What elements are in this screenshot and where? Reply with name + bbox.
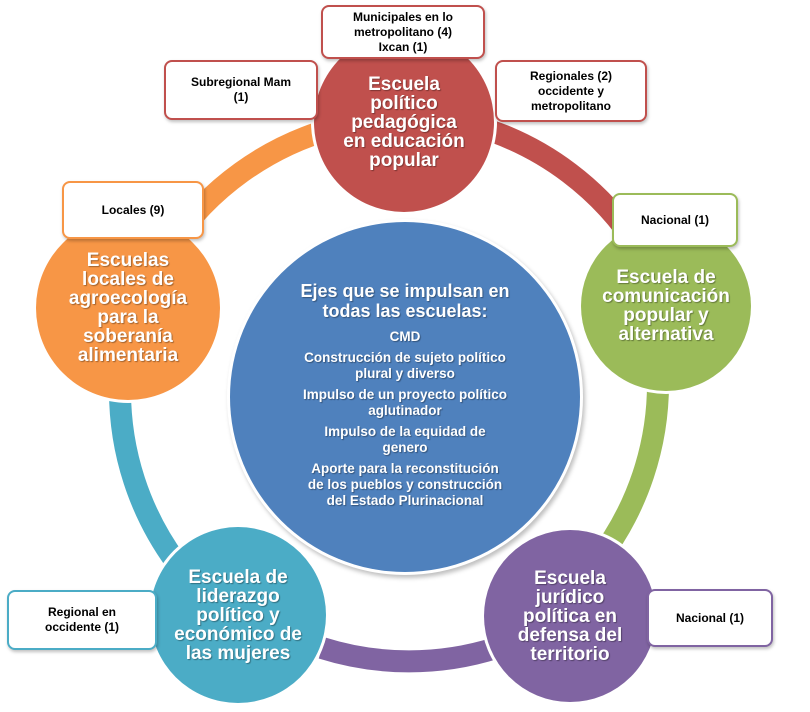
school-node-agroecologia: Escuelas locales de agroecología para la… — [36, 216, 220, 400]
center-item-cmd: CMD — [389, 328, 421, 344]
school-node-comunicacion: Escuela de comunicación popular y altern… — [581, 221, 751, 391]
ring-arc-green — [589, 379, 670, 567]
label-regional-occidente: Regional en occidente (1) — [7, 590, 157, 650]
school-node-liderazgo-mujeres: Escuela de liderazgo político y económic… — [150, 527, 326, 703]
school-node-politico-pedagogica: Escuela político pedagógica en educación… — [314, 32, 494, 212]
ring-arc-teal — [108, 389, 185, 569]
school-name-liderazgo-mujeres: Escuela de liderazgo político y económic… — [174, 566, 302, 664]
label-subregional-mam: Subregional Mam (1) — [164, 60, 318, 120]
center-title: Ejes que se impulsan en todas las escuel… — [300, 280, 510, 321]
label-locales: Locales (9) — [62, 181, 204, 239]
center-item-reconstitucion: Aporte para la reconstitución de los pue… — [307, 460, 503, 508]
center-item-sujeto: Construcción de sujeto político plural y… — [304, 349, 506, 381]
school-node-juridico-politica: Escuela jurídico política en defensa del… — [484, 530, 656, 702]
label-nacional-juridico: Nacional (1) — [647, 589, 773, 647]
label-regionales: Regionales (2) occidente y metropolitano — [495, 60, 647, 122]
ring-arc-purple — [318, 637, 500, 673]
center-item-equidad: Impulso de la equidad de genero — [324, 423, 486, 455]
school-name-comunicacion: Escuela de comunicación popular y altern… — [602, 267, 730, 345]
label-nacional-comunicacion: Nacional (1) — [612, 193, 738, 247]
center-item-proyecto: Impulso de un proyecto político aglutina… — [302, 386, 507, 418]
label-municipales: Municipales en lo metropolitano (4) Ixca… — [321, 5, 485, 59]
center-axes-circle: Ejes que se impulsan en todas las escuel… — [230, 222, 580, 572]
school-name-politico-pedagogica: Escuela político pedagógica en educación… — [343, 73, 465, 171]
school-name-juridico-politica: Escuela jurídico política en defensa del… — [517, 567, 623, 665]
school-name-agroecologia: Escuelas locales de agroecología para la… — [68, 250, 188, 366]
